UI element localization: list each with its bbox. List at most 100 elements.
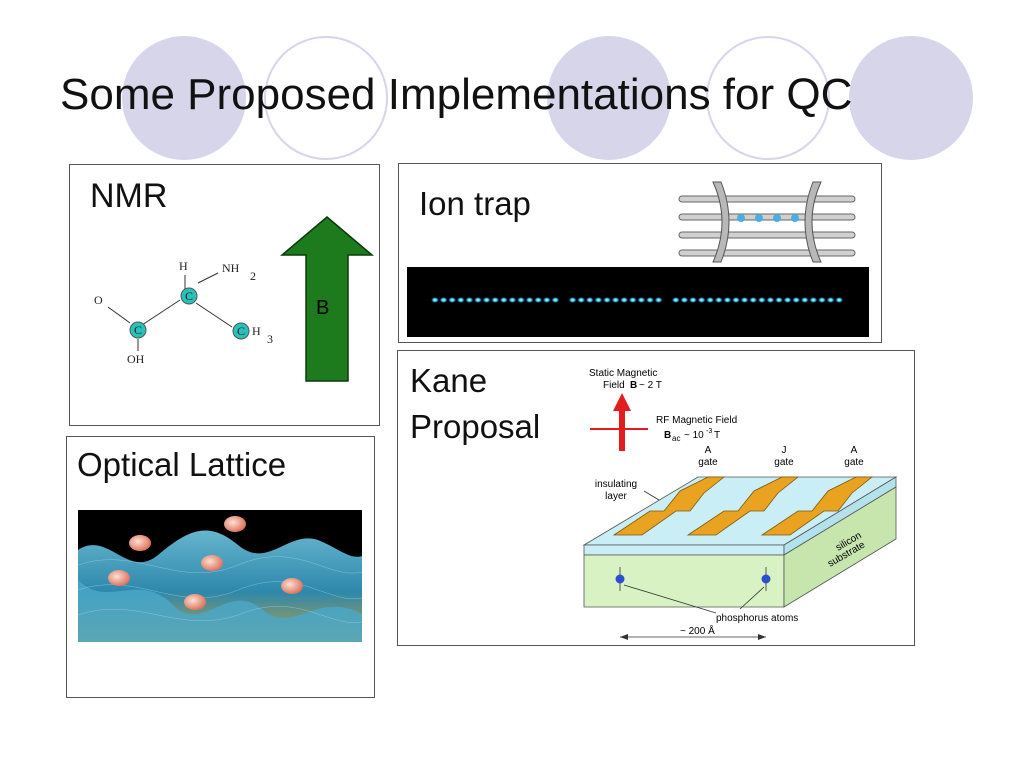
trapped-ion-dot [577, 296, 586, 304]
trapped-ion-dot [620, 296, 629, 304]
trapped-ion-dot [792, 296, 801, 304]
mol-c1: C [185, 289, 193, 303]
trapped-ion-dot [465, 296, 474, 304]
trapped-ion-dot [499, 296, 508, 304]
gate-2-bottom: gate [774, 457, 794, 468]
slide-title: Some Proposed Implementations for QC [60, 70, 853, 119]
trapped-ion-dot [826, 296, 835, 304]
ion-chain-image [407, 267, 869, 337]
static-field-text: Static Magnetic [589, 368, 657, 379]
rf-sym: B [664, 430, 671, 441]
trapped-ion-dot [706, 296, 715, 304]
static-field-val: ~ 2 T [639, 380, 662, 391]
gate-1-bottom: gate [698, 457, 718, 468]
mol-ch-sub: 3 [267, 332, 273, 346]
trapped-ion-dot [491, 296, 500, 304]
trapped-ion-dot [637, 296, 646, 304]
gate-3-top: A [851, 445, 858, 456]
phosphorus-atom-icon [761, 574, 771, 584]
mol-oh: OH [127, 352, 145, 366]
trapped-ion-dot [680, 296, 689, 304]
phosphorus-text: phosphorus atoms [716, 613, 798, 624]
magnetic-field-arrow-icon [280, 216, 374, 382]
trapped-ion-dot [714, 296, 723, 304]
phosphorus-atom-icon [615, 574, 625, 584]
kane-panel: Kane Proposal Static Magnetic Field B ~ … [397, 350, 915, 646]
trapped-ion-dot [800, 296, 809, 304]
trapped-ion-dot [516, 296, 526, 304]
insulating-text: insulating [595, 479, 637, 490]
mol-o: O [94, 293, 103, 307]
mol-h: H [179, 259, 188, 273]
rf-exp: -3 [706, 428, 712, 435]
trapped-ion-dot [783, 296, 792, 304]
nmr-label: NMR [90, 177, 168, 215]
rf-val: ~ 10 [684, 430, 704, 441]
decor-ring-1 [264, 36, 388, 160]
trapped-ion-dot [448, 296, 457, 304]
trapped-ion-dot [525, 296, 534, 304]
trapped-ion-dot [473, 296, 483, 304]
trapped-ion-dot [594, 296, 603, 304]
rf-unit: T [714, 430, 720, 441]
ion-trap-electrode-diagram [678, 181, 856, 263]
nmr-molecule-diagram: H NH 2 C C C H 3 O OH [94, 259, 273, 366]
trapped-ion-dot [542, 296, 551, 304]
trapped-ion-dot [439, 296, 448, 304]
gate-3-bottom: gate [844, 457, 864, 468]
mol-c3: C [237, 324, 245, 338]
trapped-ion-dot [611, 296, 620, 304]
trapped-ion-dot [508, 296, 517, 304]
kane-label-line1: Kane [410, 362, 488, 399]
ion-trap-panel: Ion trap [398, 163, 882, 343]
insulating-text-2: layer [605, 491, 627, 502]
mol-ch-h: H [252, 324, 261, 338]
carbon-atom-icon [180, 287, 198, 305]
optical-lattice-panel: Optical Lattice [66, 436, 375, 698]
trapped-ion-dot [628, 296, 637, 304]
trapped-ion-dot [456, 296, 465, 304]
decor-circle-1 [122, 36, 246, 160]
decor-circle-3 [849, 36, 973, 160]
trapped-ion-dot [688, 296, 698, 304]
trapped-ion-dot [430, 296, 440, 304]
trapped-ion-dot [568, 296, 577, 304]
static-field-sym: B [630, 380, 637, 391]
kane-device-diagram: Static Magnetic Field B ~ 2 T RF Magneti… [582, 368, 898, 640]
trapped-ion-dot [766, 296, 775, 304]
trapped-ion-dot [740, 296, 749, 304]
trapped-ion-dot [817, 296, 827, 304]
scale-text: ~ 200 Å [680, 624, 715, 637]
trapped-ion-dot [774, 296, 784, 304]
trapped-ion-dot [749, 296, 758, 304]
static-field-label: Field [603, 380, 625, 391]
carbon-atom-icon [129, 321, 147, 339]
mol-c2: C [134, 323, 142, 337]
trapped-ion-dot [654, 296, 663, 304]
trapped-ion-dot [835, 296, 844, 304]
rf-field-text: RF Magnetic Field [656, 415, 737, 426]
trapped-ion-dot [671, 296, 680, 304]
carbon-atom-icon [232, 322, 250, 340]
static-field-arrow-icon [613, 393, 631, 451]
gate-2-top: J [782, 445, 787, 456]
mol-nh-sub: 2 [250, 269, 256, 283]
trapped-ion-dot [534, 296, 543, 304]
trapped-ion-dot [697, 296, 706, 304]
trapped-ion-dot [731, 296, 741, 304]
gate-1-top: A [705, 445, 712, 456]
trapped-ion-dot [723, 296, 732, 304]
trapped-ion-dot [602, 296, 612, 304]
optical-lattice-image [78, 510, 362, 642]
trapped-ion-dot [482, 296, 491, 304]
trapped-ion-dot [645, 296, 655, 304]
decor-circle-2 [547, 36, 671, 160]
field-arrow-label: B [316, 297, 330, 319]
trapped-ion-dot [585, 296, 594, 304]
nmr-panel: NMR H NH 2 C C C H 3 O OH B [69, 164, 380, 426]
rf-sub: ac [672, 434, 680, 443]
decor-ring-2 [706, 36, 830, 160]
trapped-ion-dot [809, 296, 818, 304]
trapped-ion-dot [757, 296, 766, 304]
optical-lattice-label: Optical Lattice [77, 446, 287, 483]
